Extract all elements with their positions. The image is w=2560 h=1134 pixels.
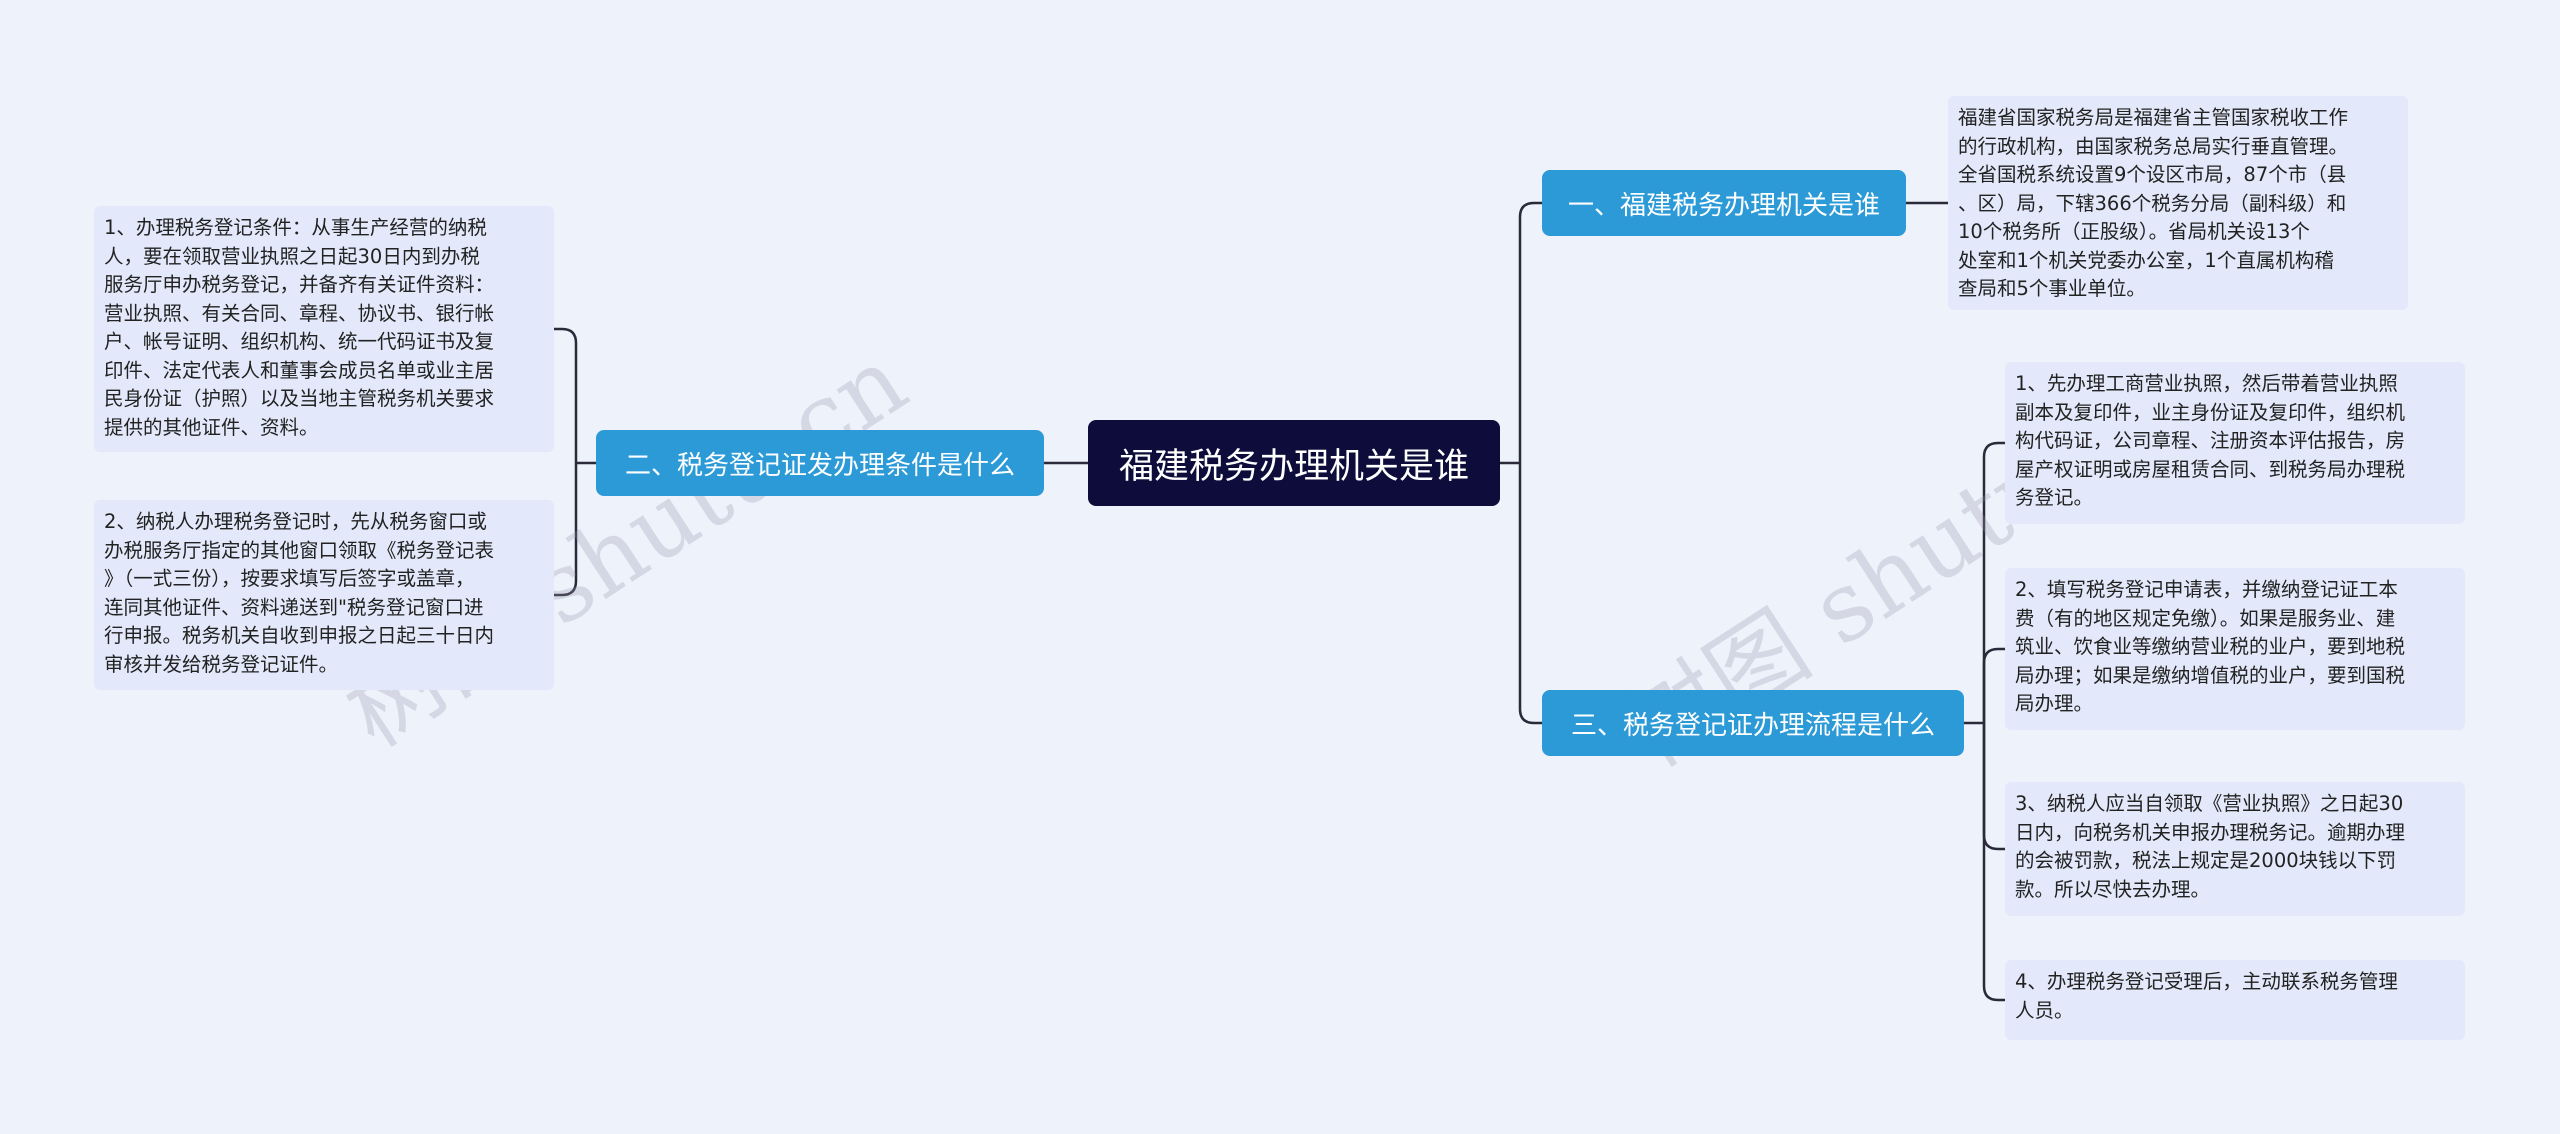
root-topic[interactable]: 福建税务办理机关是谁 bbox=[1088, 420, 1500, 506]
connector-line-2 bbox=[1518, 201, 1542, 463]
connector-line-12 bbox=[1982, 723, 2005, 851]
connector-line-10 bbox=[1982, 441, 2005, 723]
connector-line-3 bbox=[1518, 463, 1542, 725]
connector-line-8 bbox=[554, 463, 578, 597]
leaf-branch3-item1[interactable]: 1、先办理工商营业执照，然后带着营业执照 副本及复印件，业主身份证及复印件，组织… bbox=[2005, 362, 2465, 524]
leaf-branch2-item2[interactable]: 2、纳税人办理税务登记时，先从税务窗口或 办税服务厅指定的其他窗口领取《税务登记… bbox=[94, 500, 554, 690]
branch-topic-3[interactable]: 三、税务登记证办理流程是什么 bbox=[1542, 690, 1964, 756]
connector-line-11 bbox=[1982, 647, 2005, 723]
branch-topic-2[interactable]: 二、税务登记证发办理条件是什么 bbox=[596, 430, 1044, 496]
leaf-branch1-item1[interactable]: 福建省国家税务局是福建省主管国家税收工作 的行政机构，由国家税务总局实行垂直管理… bbox=[1948, 96, 2408, 310]
branch-topic-1[interactable]: 一、福建税务办理机关是谁 bbox=[1542, 170, 1906, 236]
leaf-branch2-item1[interactable]: 1、办理税务登记条件：从事生产经营的纳税 人，要在领取营业执照之日起30日内到办… bbox=[94, 206, 554, 452]
leaf-branch3-item4[interactable]: 4、办理税务登记受理后，主动联系税务管理 人员。 bbox=[2005, 960, 2465, 1040]
connector-line-7 bbox=[554, 327, 578, 463]
leaf-branch3-item3[interactable]: 3、纳税人应当自领取《营业执照》之日起30 日内，向税务机关申报办理税务记。逾期… bbox=[2005, 782, 2465, 916]
leaf-branch3-item2[interactable]: 2、填写税务登记申请表，并缴纳登记证工本 费（有的地区规定免缴）。如果是服务业、… bbox=[2005, 568, 2465, 730]
connector-line-13 bbox=[1982, 723, 2005, 1002]
